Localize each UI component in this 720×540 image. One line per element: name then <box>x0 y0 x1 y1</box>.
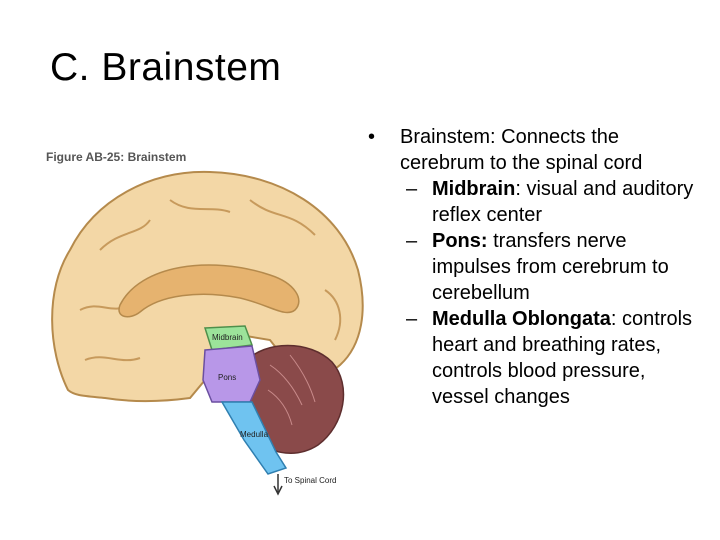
arrow-head-icon <box>273 485 283 496</box>
brainstem-figure: Figure AB-25: Brainstem Midbrain Pons Me… <box>40 140 370 500</box>
spinal-cord-label: To Spinal Cord <box>284 476 337 485</box>
sub-bullet-term: Pons: <box>432 230 488 252</box>
slide-title: C. Brainstem <box>50 46 282 89</box>
figure-caption: Figure AB-25: Brainstem <box>46 150 187 164</box>
bullet-marker: • <box>368 126 376 148</box>
sub-bullet-text: transfers nerve impulses from cerebrum t… <box>432 230 669 304</box>
bullet-term: Brainstem <box>400 126 491 148</box>
sub-bullet-marker: – <box>406 230 418 252</box>
midbrain-shape <box>203 325 254 351</box>
bullet-list: • Brainstem: Connects the cerebrum to th… <box>362 124 707 410</box>
medulla-shape <box>220 401 288 475</box>
brain-illustration <box>51 170 364 496</box>
medulla-label: Medulla <box>240 430 269 439</box>
sub-bullet-term: Medulla Oblongata <box>432 308 611 330</box>
sub-bullet-medulla: – Medulla Oblongata: controls heart and … <box>362 306 707 410</box>
sub-bullet-marker: – <box>406 178 418 200</box>
bullet-text: : Connects the cerebrum to the spinal co… <box>400 126 643 174</box>
sub-bullet-midbrain: – Midbrain: visual and auditory reflex c… <box>362 176 707 228</box>
sub-bullet-term: Midbrain <box>432 178 516 200</box>
bullet-brainstem: • Brainstem: Connects the cerebrum to th… <box>362 124 707 176</box>
corpus-callosum-shape <box>118 264 300 318</box>
cerebellum-shape <box>244 344 345 454</box>
cerebellum-folia <box>267 354 316 426</box>
sub-bullet-pons: – Pons: transfers nerve impulses from ce… <box>362 228 707 306</box>
sub-bullet-marker: – <box>406 308 418 330</box>
sub-bullet-text: : visual and auditory reflex center <box>432 178 694 226</box>
midbrain-label: Midbrain <box>212 333 243 342</box>
pons-label: Pons <box>218 373 237 382</box>
sub-bullet-text: : controls heart and breathing rates, co… <box>432 308 693 408</box>
